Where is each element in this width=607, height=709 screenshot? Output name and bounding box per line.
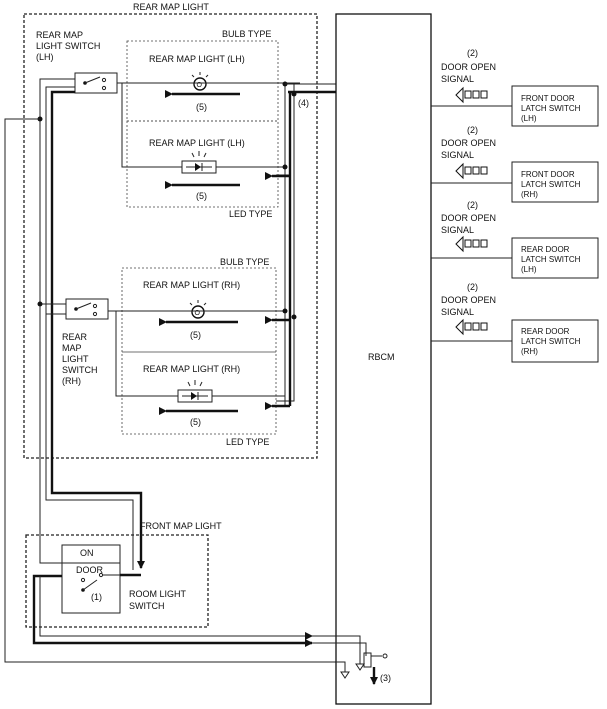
lh-bulb-type-box (126, 40, 279, 122)
bulb-type-label-lh: BULB TYPE (222, 29, 271, 39)
callout-4: (4) (298, 98, 309, 108)
front-map-light-title: FRONT MAP LIGHT (140, 521, 222, 531)
callout-3: (3) (380, 673, 391, 683)
callout-5: (5) (190, 330, 201, 340)
map-light-lh-led-label: REAR MAP LIGHT (LH) (149, 138, 245, 148)
lh-led-type-box (126, 120, 279, 208)
map-light-lh-bulb-label: REAR MAP LIGHT (LH) (149, 54, 245, 64)
led-icon (177, 380, 213, 403)
on-label: ON (80, 548, 94, 558)
led-icon (181, 151, 217, 174)
svg-text:(2): (2) (467, 282, 478, 292)
lh-switch-label: REAR MAP LIGHT SWITCH (LH) (36, 30, 103, 62)
rh-map-switch (65, 298, 109, 320)
rear-map-light-title: REAR MAP LIGHT (133, 2, 209, 12)
svg-text:O: O (197, 82, 203, 89)
rear-map-light-boundary (23, 13, 318, 459)
map-light-rh-led-label: REAR MAP LIGHT (RH) (143, 364, 240, 374)
led-type-label-lh: LED TYPE (229, 209, 272, 219)
svg-text:(2): (2) (467, 200, 478, 210)
lh-map-switch (74, 72, 118, 94)
room-light-switch-box (61, 544, 121, 614)
led-type-label-rh: LED TYPE (226, 437, 269, 447)
rbcm-label: RBCM (368, 352, 395, 362)
svg-text:(2): (2) (467, 125, 478, 135)
svg-text:O: O (195, 310, 201, 317)
rh-led-type-box (121, 351, 277, 435)
map-light-rh-bulb-label: REAR MAP LIGHT (RH) (143, 280, 240, 290)
rh-switch-label: REAR MAP LIGHT SWITCH (RH) (62, 332, 100, 386)
door-label: DOOR (76, 565, 104, 575)
callout-1: (1) (91, 592, 102, 602)
bulb-icon: O (191, 72, 209, 91)
callout-5: (5) (190, 417, 201, 427)
rbcm-module (335, 13, 432, 705)
front-map-light-boundary (25, 534, 209, 628)
rh-bulb-type-box (121, 267, 277, 353)
room-light-switch-label: ROOM LIGHT SWITCH (129, 589, 188, 611)
bulb-type-label-rh: BULB TYPE (220, 257, 269, 267)
bulb-icon: O (189, 300, 207, 319)
callout-5: (5) (196, 191, 207, 201)
callout-5: (5) (196, 102, 207, 112)
svg-text:(2): (2) (467, 48, 478, 58)
